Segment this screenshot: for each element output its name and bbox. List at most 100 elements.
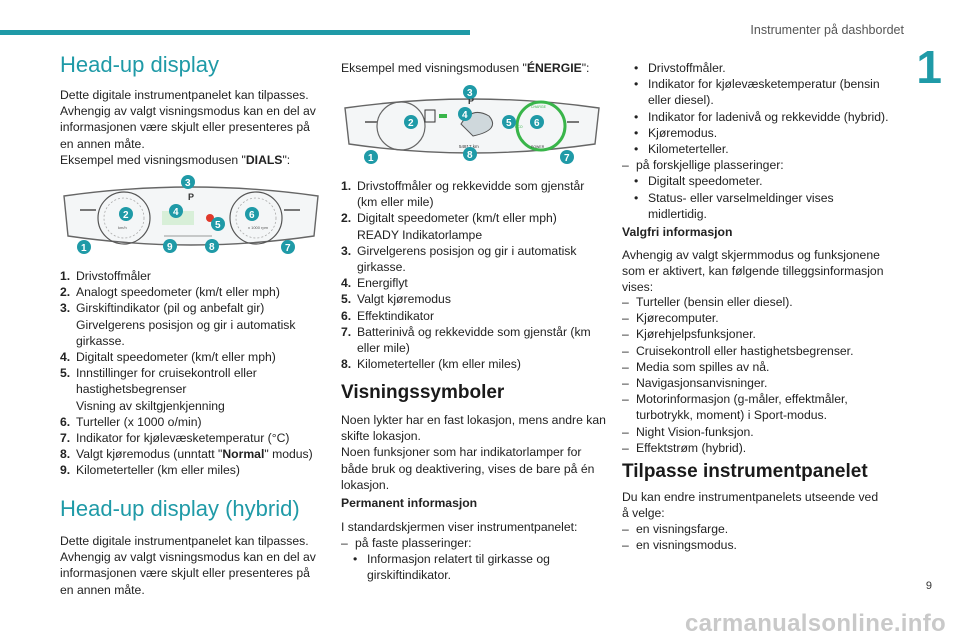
visningssymboler-text: Noen lykter har en fast lokasjon, mens a… [341,412,607,493]
dash-symbol: – [622,311,629,326]
energie-post: ": [581,61,590,75]
bullet-symbol: • [634,125,639,140]
dials-legend-number: 1. [60,269,71,283]
dash-symbol: – [622,343,629,358]
energie-legend-text: Batterinivå og rekkevidde som gjenstår (… [357,324,591,356]
energie-legend-item: 5.Valgt kjøremodus [341,291,607,307]
dash-symbol: – [622,359,629,374]
energie-legend-number: 6. [341,308,352,323]
dash-item: –Media som spilles av nå. [622,359,890,375]
dials-legend-item: 2.Analogt speedometer (km/t eller mph) [60,284,322,300]
bullet-symbol: • [634,77,639,92]
energie-cluster-figure: P 54817 km CHARGE ECO POWER 1 2 3 4 5 6 … [344,85,600,164]
section-title-visningssymboler: Visningssymboler [341,382,505,403]
fig1-callout-6: 6 [245,207,259,221]
dials-cluster-figure: P km/h x 1000 rpm 1 2 3 4 5 6 7 8 9 [63,175,319,254]
energie-legend-text: Digitalt speedometer (km/t eller mph)REA… [357,211,557,242]
energie-legend-text: Valgt kjøremodus [357,292,451,307]
customize-list: –en visningsfarge.–en visningsmodus. [622,521,890,553]
bullet-item: • Digitalt speedometer. [622,173,890,189]
watermark: carmanualsonline.info [684,610,946,637]
fig1-rpm-unit: x 1000 rpm [248,225,269,230]
energie-pre: Eksempel med visningsmodusen " [341,61,527,75]
dash-symbol: – [622,392,629,407]
svg-text:3: 3 [467,88,473,99]
dials-legend-item: 3.Girskiftindikator (pil og anbefalt gir… [60,300,322,349]
section-title-tilpasse: Tilpasse instrumentpanelet [622,461,868,482]
fig2-odometer: 54817 km [459,144,479,149]
dials-legend-item: 6.Turteller (x 1000 o/min) [60,414,322,430]
bullet-item: • Status- eller varselmeldinger vises mid… [622,190,890,222]
page-header-title: Instrumenter på dashbordet [750,23,904,37]
fig2-label-charge: CHARGE [531,105,547,109]
dials-legend-text: Drivstoffmåler [76,269,151,283]
bullet-item: • Drivstoffmåler. [622,60,890,76]
dash-item: –på forskjellige plasseringer: [622,157,890,173]
dials-legend-number: 3. [60,301,71,316]
dials-legend-item: 4.Digitalt speedometer (km/t eller mph) [60,349,322,365]
dash-symbol: – [622,295,629,309]
svg-text:5: 5 [506,118,512,129]
svg-text:3: 3 [185,178,191,189]
svg-text:2: 2 [123,210,129,221]
bullet-symbol: • [634,61,639,75]
fig2-label-power: POWER [531,145,545,149]
dash-text: Navigasjonsanvisninger. [636,376,768,391]
fig1-callout-3: 3 [181,175,195,189]
example-mode: DIALS [245,152,283,167]
example-pre: Eksempel med visningsmodusen " [60,152,246,167]
optional-list: –Turteller (bensin eller diesel).–Kjørec… [622,294,890,456]
dash-text: Media som spilles av nå. [636,359,770,374]
energie-legend-text: Kilometerteller (km eller miles) [357,357,521,372]
dials-legend-text: Digitalt speedometer (km/t eller mph) [76,350,276,365]
svg-text:6: 6 [534,118,540,129]
dash-item: –Kjørecomputer. [622,310,890,326]
energie-legend-item: 7.Batterinivå og rekkevidde som gjenstår… [341,324,607,356]
fig1-callout-8: 8 [205,239,219,253]
dash-symbol: – [622,327,629,342]
chapter-number: 1 [916,41,942,93]
dash-text: Night Vision-funksjon. [636,424,754,439]
fig2-callout-5: 5 [502,115,516,129]
svg-text:4: 4 [462,110,468,121]
svg-text:6: 6 [249,210,255,221]
fig1-callout-2: 2 [119,207,133,221]
energie-legend-item: 1.Drivstoffmåler og rekkevidde som gjens… [341,178,607,210]
dash-item: –Navigasjonsanvisninger. [622,375,890,391]
bullet-text: Kilometerteller. [648,142,729,157]
bullet-symbol: • [634,190,639,205]
fig2-callout-4: 4 [458,107,472,121]
dash-text: Kjørecomputer. [636,311,719,326]
bullet-text: Status- eller varselmeldinger vises midl… [648,190,834,221]
symbols-p1: Noen lykter har en fast lokasjon, mens a… [341,413,606,444]
dash-item: –en visningsmodus. [622,537,890,553]
permanent-text: I standardskjermen viser instrumentpanel… [341,520,578,534]
svg-text:7: 7 [564,153,570,164]
bullet-text: Digitalt speedometer. [648,174,763,189]
energie-intro: Eksempel med visningsmodusen "ÉNERGIE": [341,60,589,76]
section-title-head-up-display: Head-up display [60,52,219,77]
optional-text: Avhengig av valgt skjermmodus og funksjo… [622,248,884,295]
dials-legend-item: 8.Valgt kjøremodus (unntatt "Normal" mod… [60,446,322,462]
permanent-list: –på faste plasseringer: •Informasjon rel… [341,535,607,584]
dash-text: Turteller (bensin eller diesel). [636,295,793,309]
bullet-symbol: • [634,109,639,124]
fig2-callout-1: 1 [364,150,378,164]
dials-legend-text: Kilometerteller (km eller miles) [76,463,240,478]
dials-legend-item: 5.Innstillinger for cruisekontroll eller… [60,365,322,414]
dials-legend-number: 9. [60,463,71,478]
dials-legend-number: 7. [60,431,71,446]
svg-text:2: 2 [408,118,414,129]
svg-text:7: 7 [285,243,291,254]
energie-legend-number: 1. [341,179,352,193]
bullet-symbol: • [634,174,639,189]
bullet-text: Drivstoffmåler. [648,61,726,75]
dials-legend-text: Turteller (x 1000 o/min) [76,414,202,429]
fig1-callout-9: 9 [163,239,177,253]
dials-legend-number: 2. [60,285,71,300]
energie-mode: ÉNERGIE [526,61,582,75]
page-number: 9 [925,580,932,592]
energie-legend-item: 4.Energiflyt [341,275,607,291]
dials-legend-item: 7.Indikator for kjølevæsketemperatur (°C… [60,430,322,446]
energie-legend-text: Energiflyt [357,276,408,291]
